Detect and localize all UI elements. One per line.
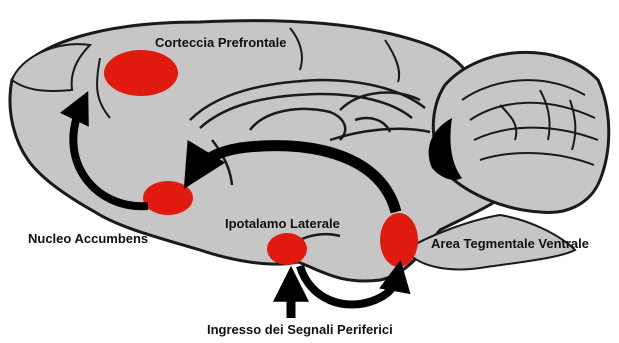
prefrontal-cortex-region (104, 50, 178, 96)
nucleus-accumbens-label: Nucleo Accumbens (28, 231, 148, 247)
lateral-hypothalamus-label: Ipotalamo Laterale (225, 216, 340, 232)
nucleus-accumbens-region (143, 181, 193, 215)
prefrontal-cortex-label: Corteccia Prefrontale (155, 35, 287, 51)
peripheral-signals-label: Ingresso dei Segnali Periferici (207, 322, 393, 338)
ventral-tegmental-area-region (380, 213, 418, 267)
ventral-tegmental-area-label: Area Tegmentale Ventrale (431, 236, 589, 252)
lateral-hypothalamus-region (267, 233, 307, 265)
